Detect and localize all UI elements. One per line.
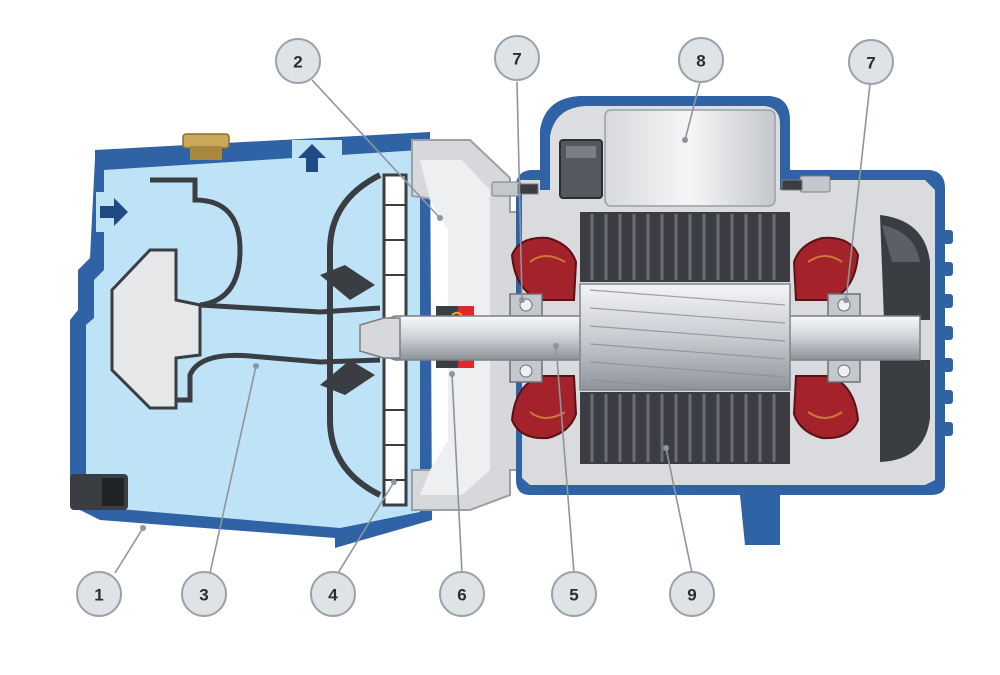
flow-arrow-up-icon (298, 144, 326, 172)
water-chamber (86, 150, 420, 528)
fan-cover-ribs (943, 230, 953, 436)
callout-5: 5 (551, 571, 597, 617)
stator (580, 212, 790, 464)
callout-3: 3 (181, 571, 227, 617)
callout-4: 4 (310, 571, 356, 617)
callout-7-rear: 7 (848, 39, 894, 85)
callout-9: 9 (669, 571, 715, 617)
svg-text:2: 2 (293, 53, 302, 72)
svg-text:7: 7 (866, 54, 875, 73)
ejector-nozzle (110, 248, 202, 410)
callout-7-front: 7 (494, 35, 540, 81)
diffuser (327, 172, 382, 498)
svg-text:5: 5 (569, 586, 578, 605)
svg-text:9: 9 (687, 586, 696, 605)
capacitor (604, 109, 776, 207)
svg-text:7: 7 (512, 50, 521, 69)
callout-badges: 1 2 3 4 5 6 7 7 (76, 35, 894, 617)
frame-bolts (491, 175, 831, 197)
ejector-venturi-lower (160, 352, 381, 403)
diffuser-vane-bottom (320, 360, 375, 395)
callout-1: 1 (76, 571, 122, 617)
flow-arrow-right-icon (100, 198, 128, 226)
winding-copper (529, 255, 843, 419)
callout-leaders (114, 79, 871, 574)
shaft-nut (359, 317, 401, 359)
cooling-fan (880, 215, 930, 462)
svg-text:3: 3 (199, 586, 208, 605)
callout-6: 6 (439, 571, 485, 617)
callout-2: 2 (275, 38, 321, 84)
priming-plug (182, 133, 230, 160)
svg-text:4: 4 (328, 586, 338, 605)
capacitor-housing (540, 96, 790, 207)
svg-text:1: 1 (94, 586, 103, 605)
motor (359, 96, 953, 545)
diffuser-vane-top (320, 265, 375, 300)
rotor (579, 283, 791, 391)
ejector-venturi (150, 177, 381, 315)
callout-8: 8 (678, 37, 724, 83)
svg-text:8: 8 (696, 52, 705, 71)
drain-plug (70, 474, 128, 510)
svg-text:6: 6 (457, 586, 466, 605)
pump-body (70, 132, 432, 548)
